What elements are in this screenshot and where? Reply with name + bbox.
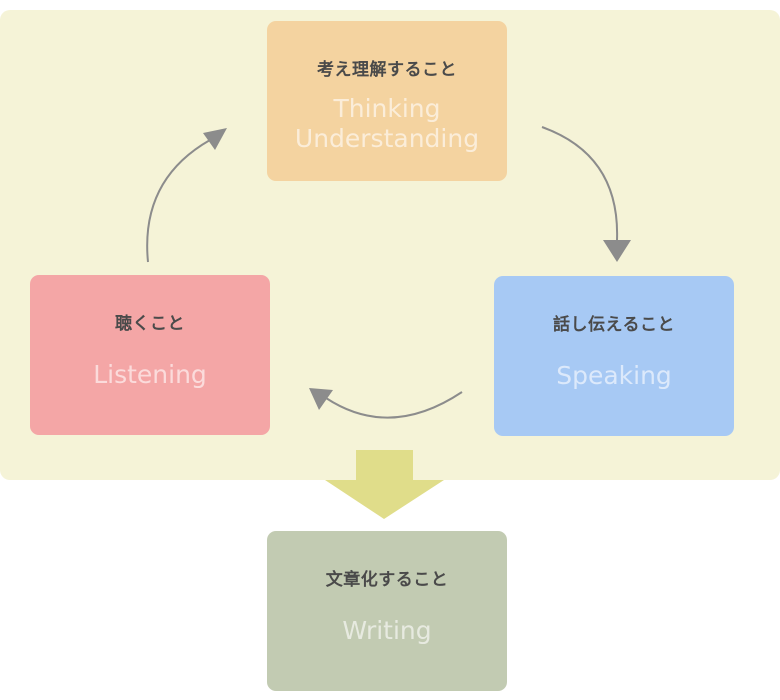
node-thinking-en-line-1: Thinking — [333, 94, 441, 123]
node-listening: 聴くこと Listening — [30, 275, 270, 435]
node-thinking-en-label: Thinking Understanding — [267, 94, 507, 154]
node-writing: 文章化すること Writing — [267, 531, 507, 691]
node-thinking: 考え理解すること Thinking Understanding — [267, 21, 507, 181]
node-thinking-jp-label: 考え理解すること — [317, 60, 457, 80]
node-speaking-jp-label: 話し伝えること — [553, 315, 675, 335]
node-listening-jp-label: 聴くこと — [115, 314, 185, 334]
node-listening-en-label: Listening — [93, 360, 207, 389]
node-writing-jp-label: 文章化すること — [325, 570, 449, 590]
node-thinking-en-line-2: Understanding — [294, 124, 480, 153]
node-speaking: 話し伝えること Speaking — [494, 276, 734, 436]
node-speaking-en-label: Speaking — [556, 361, 672, 390]
node-writing-en-label: Writing — [342, 616, 432, 645]
